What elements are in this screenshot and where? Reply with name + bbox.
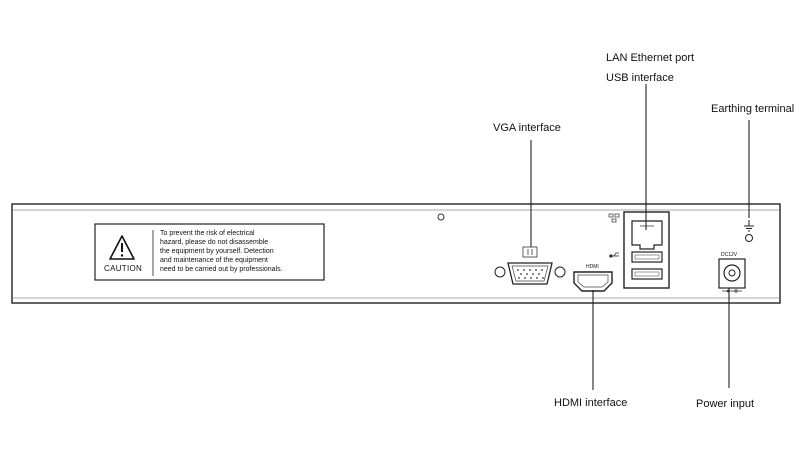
hdmi-port-label: HDMI [586, 264, 599, 270]
callout-earthing-terminal: Earthing terminal [711, 103, 795, 115]
caution-line-5: need to be carried out by professionals. [160, 266, 283, 273]
caution-label [94, 223, 325, 281]
callout-hdmi-interface: HDMI interface [554, 397, 628, 409]
caution-line-2: hazard, please do not disassemble [160, 239, 269, 246]
caution-line-3: the equipment by yourself. Detection [160, 248, 274, 255]
usb-port-upper [631, 251, 663, 263]
ethernet-port-icon [631, 220, 663, 250]
network-symbol-icon [608, 213, 620, 223]
callout-power-input: Power input [696, 398, 755, 410]
chassis-rear-panel [11, 203, 781, 304]
callout-usb-interface: USB interface [606, 72, 674, 84]
callout-lan-ethernet-port: LAN Ethernet port [606, 52, 695, 64]
earthing-icon [744, 220, 754, 242]
caution-line-1: To prevent the risk of electrical [160, 230, 255, 237]
caution-title: CAUTION [104, 264, 143, 273]
warning-icon [109, 235, 135, 260]
hdmi-port-icon [573, 271, 613, 292]
callout-vga-interface: VGA interface [493, 122, 561, 134]
caution-line-4: and maintenance of the equipment [160, 257, 268, 264]
usb-port-lower [631, 268, 663, 280]
usb-symbol-icon [609, 252, 619, 258]
screw-hole [437, 213, 445, 221]
dc-port-label: DC12V [721, 252, 738, 258]
dc-power-jack-icon [718, 258, 746, 293]
vga-port-icon [494, 246, 566, 285]
